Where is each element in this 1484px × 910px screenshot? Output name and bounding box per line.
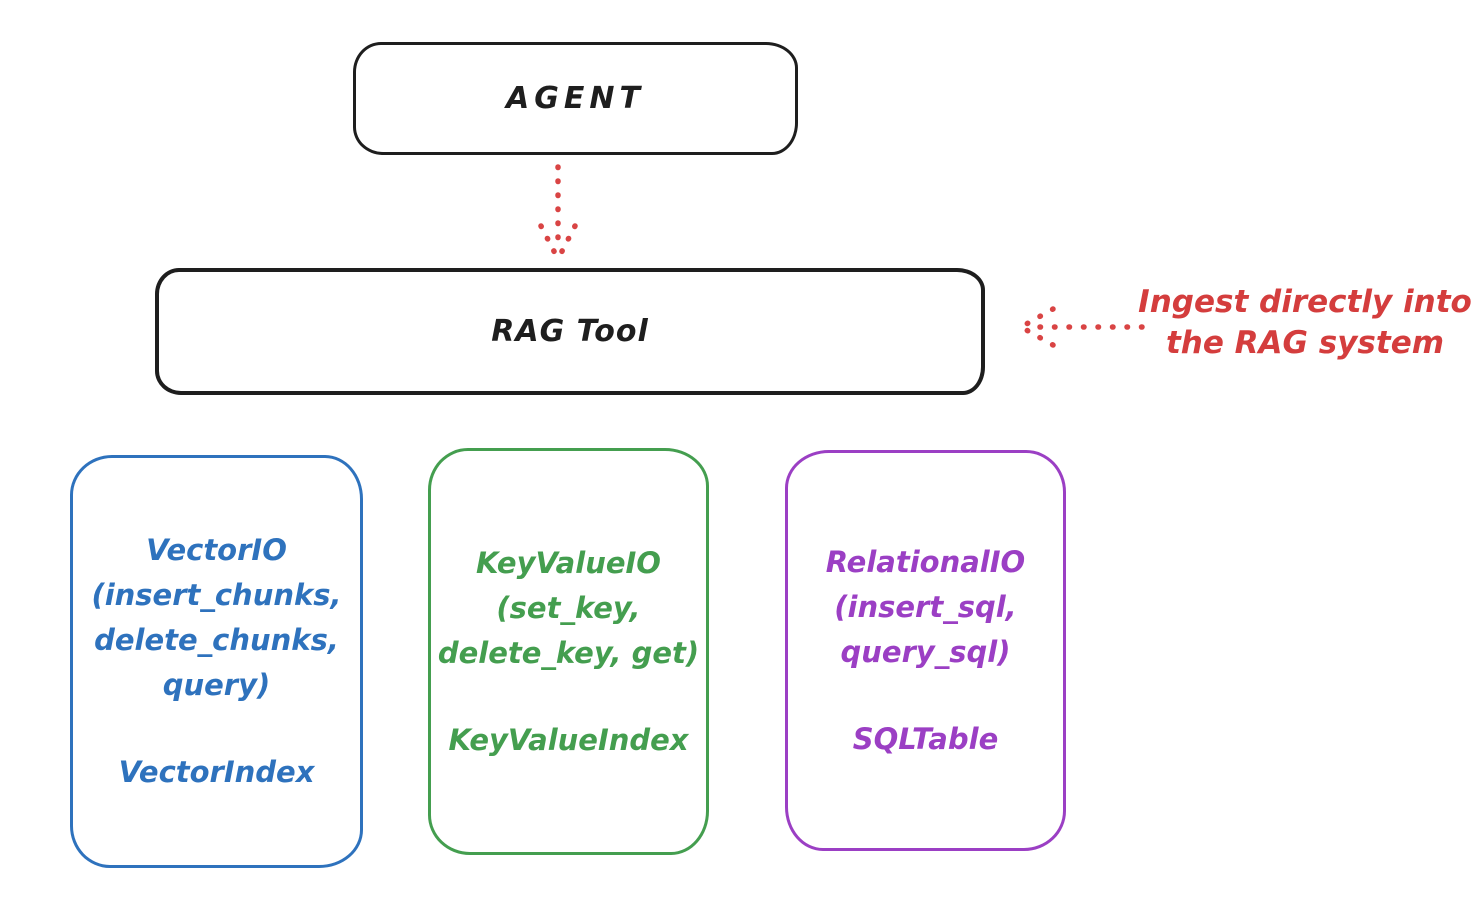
relational-io-title: RelationalIO — [825, 544, 1026, 579]
relational-io-methods-line2: query_sql) — [840, 634, 1011, 669]
keyvalue-index-label: KeyValueIndex — [448, 722, 689, 757]
dotted-arrow-down-icon — [538, 164, 578, 262]
vector-io-methods-line2: delete_chunks, — [94, 623, 339, 657]
vector-io-title: VectorIO — [146, 533, 287, 567]
agent-label: AGENT — [506, 81, 645, 116]
keyvalue-io-methods-line1: (set_key, — [496, 590, 641, 625]
ingest-annotation-line2: the RAG system — [1165, 325, 1445, 361]
rag-tool-box: RAG Tool — [155, 268, 985, 395]
dotted-arrow-left-icon — [1018, 306, 1145, 348]
vector-index-label: VectorIndex — [118, 755, 315, 789]
rag-tool-label: RAG Tool — [491, 314, 649, 349]
sql-table-label: SQLTable — [852, 721, 999, 756]
ingest-annotation-line1: Ingest directly into — [1138, 284, 1472, 320]
vector-io-methods-line1: (insert_chunks, — [91, 578, 342, 612]
relational-io-methods-line1: (insert_sql, — [834, 589, 1017, 624]
keyvalue-io-title: KeyValueIO — [476, 545, 661, 580]
ingest-annotation: Ingest directly into the RAG system — [1130, 282, 1480, 364]
vector-io-methods-line3: query) — [162, 668, 271, 702]
agent-box: AGENT — [353, 42, 798, 155]
keyvalue-io-methods-line2: delete_key, get) — [437, 635, 700, 670]
keyvalue-io-box: KeyValueIO (set_key, delete_key, get) Ke… — [428, 448, 709, 855]
vector-io-box: VectorIO (insert_chunks, delete_chunks, … — [70, 455, 363, 868]
relational-io-box: RelationalIO (insert_sql, query_sql) SQL… — [785, 450, 1066, 851]
